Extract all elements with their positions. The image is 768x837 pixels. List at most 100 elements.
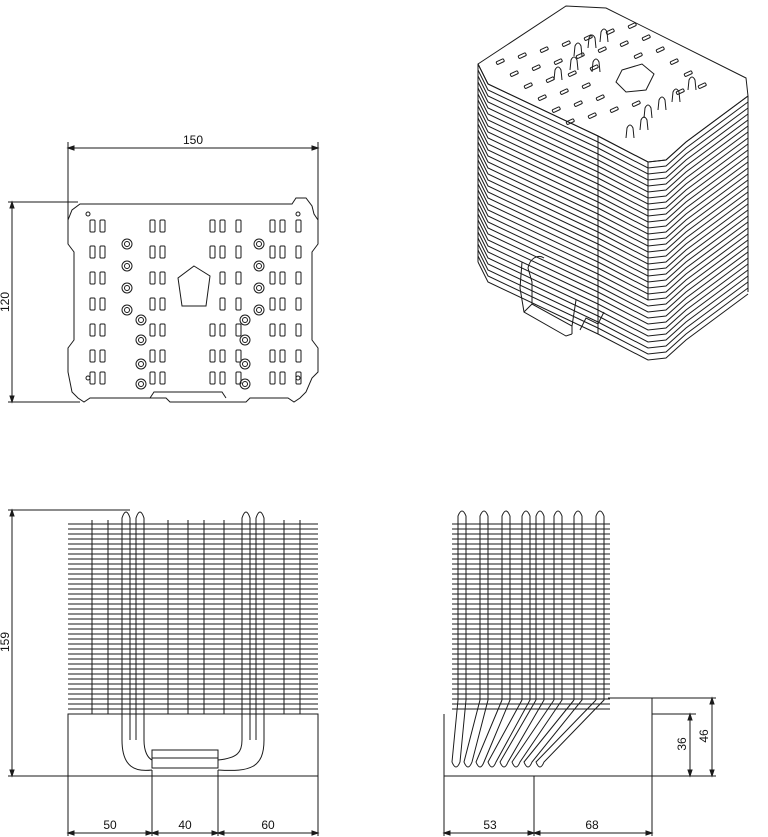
fin-slot xyxy=(279,371,286,385)
fin-slot xyxy=(279,349,286,363)
isometric-top-plate xyxy=(477,5,749,163)
heatpipe-core xyxy=(138,361,144,367)
fin-edge xyxy=(477,213,749,313)
heatpipe-core xyxy=(256,241,262,247)
iso-fin-slot xyxy=(575,52,585,59)
iso-fin-slot xyxy=(509,70,519,77)
iso-fin-slot xyxy=(573,100,583,107)
iso-fin-slot xyxy=(523,82,533,89)
fin-edge xyxy=(477,105,749,205)
mount-hole xyxy=(85,211,91,217)
top-view-plate xyxy=(67,197,319,403)
heatpipe-core xyxy=(124,307,130,313)
fin-slot xyxy=(295,349,302,363)
fin-slot xyxy=(99,349,106,363)
iso-heatpipe-tip xyxy=(573,42,583,57)
front-left-offset-label: 50 xyxy=(103,818,117,832)
front-bottom-dimensions: 50 40 60 xyxy=(66,770,320,836)
fin-edge xyxy=(477,129,749,229)
iso-fin-slot xyxy=(675,88,685,95)
iso-fin-slot xyxy=(587,112,597,119)
isometric-base xyxy=(519,255,605,337)
fin-edge xyxy=(477,255,749,355)
heatpipe xyxy=(255,511,265,740)
fin-edge xyxy=(477,219,749,319)
fin-edge xyxy=(477,237,749,337)
iso-heatpipe-tip xyxy=(643,104,653,119)
fin-slot xyxy=(235,219,242,233)
top-view: 150 120 xyxy=(0,133,320,404)
front-view-heatpipes xyxy=(121,511,265,771)
isometric-center-hole xyxy=(615,63,655,93)
fin-slot xyxy=(269,371,276,385)
heatpipe-hole xyxy=(253,260,265,272)
fin-slot xyxy=(235,297,242,311)
front-height-label: 159 xyxy=(0,632,12,652)
heatpipe-hole xyxy=(253,304,265,316)
iso-heatpipe-tip xyxy=(687,76,697,91)
heatpipe-hole xyxy=(121,260,133,272)
iso-heatpipe-tip xyxy=(671,88,681,103)
heatpipe-core xyxy=(124,285,130,291)
fin-edge xyxy=(477,117,749,217)
iso-heatpipe-tip xyxy=(591,58,601,73)
fin-slot xyxy=(89,271,96,285)
heatpipe xyxy=(121,511,131,740)
heatpipe-hole xyxy=(239,334,251,346)
fin-edge xyxy=(477,69,749,169)
fin-slot xyxy=(279,323,286,337)
heatpipe-core xyxy=(124,241,130,247)
fin-slot xyxy=(149,245,156,259)
heatpipe-core xyxy=(256,285,262,291)
heatpipe xyxy=(535,510,605,768)
iso-fin-slot xyxy=(655,46,665,53)
iso-fin-slot xyxy=(581,82,591,89)
iso-fin-slot xyxy=(597,46,607,53)
fin-edge xyxy=(477,81,749,181)
iso-heatpipe-tip xyxy=(587,34,597,49)
top-height-dimension: 120 xyxy=(0,200,80,404)
fin-edge xyxy=(477,63,749,163)
fin-slot xyxy=(219,349,226,363)
fin-slot xyxy=(149,349,156,363)
fin-slot xyxy=(99,245,106,259)
iso-fin-slot xyxy=(531,64,541,71)
fin-edge xyxy=(477,183,749,283)
iso-fin-slot xyxy=(633,52,643,59)
front-height-dimension: 159 xyxy=(0,508,130,778)
fin-slot xyxy=(235,271,242,285)
center-hole xyxy=(177,265,211,307)
iso-fin-slot xyxy=(551,106,561,113)
isometric-view xyxy=(477,5,749,361)
fin-edge xyxy=(477,231,749,331)
fin-edge xyxy=(477,207,749,307)
heatpipe xyxy=(451,510,467,768)
side-view: 53 68 36 46 xyxy=(442,510,716,836)
heatpipe-hole xyxy=(135,334,147,346)
iso-fin-slot xyxy=(609,106,619,113)
fin-slot xyxy=(149,323,156,337)
front-base-width-label: 40 xyxy=(178,818,192,832)
heatpipe-bend xyxy=(217,739,243,761)
iso-fin-slot xyxy=(683,70,693,77)
fin-slot xyxy=(269,271,276,285)
fin-edge xyxy=(477,165,749,265)
fin-slot xyxy=(99,271,106,285)
fin-edge xyxy=(477,123,749,223)
iso-fin-slot xyxy=(619,40,629,47)
iso-heatpipe-tip xyxy=(569,56,579,71)
fin-slot xyxy=(219,271,226,285)
iso-heatpipe-tip xyxy=(639,116,649,131)
heatpipe-core xyxy=(242,361,248,367)
fin-edge xyxy=(477,189,749,289)
fin-slot xyxy=(99,371,106,385)
fin-slot xyxy=(99,297,106,311)
heatpipe-bend xyxy=(217,739,265,771)
isometric-top-details xyxy=(495,22,707,139)
iso-fin-slot xyxy=(627,22,637,29)
fin-edge xyxy=(477,201,749,301)
fin-slot xyxy=(235,323,242,337)
iso-fin-slot xyxy=(559,88,569,95)
side-bottom-dimensions: 53 68 xyxy=(442,776,654,836)
